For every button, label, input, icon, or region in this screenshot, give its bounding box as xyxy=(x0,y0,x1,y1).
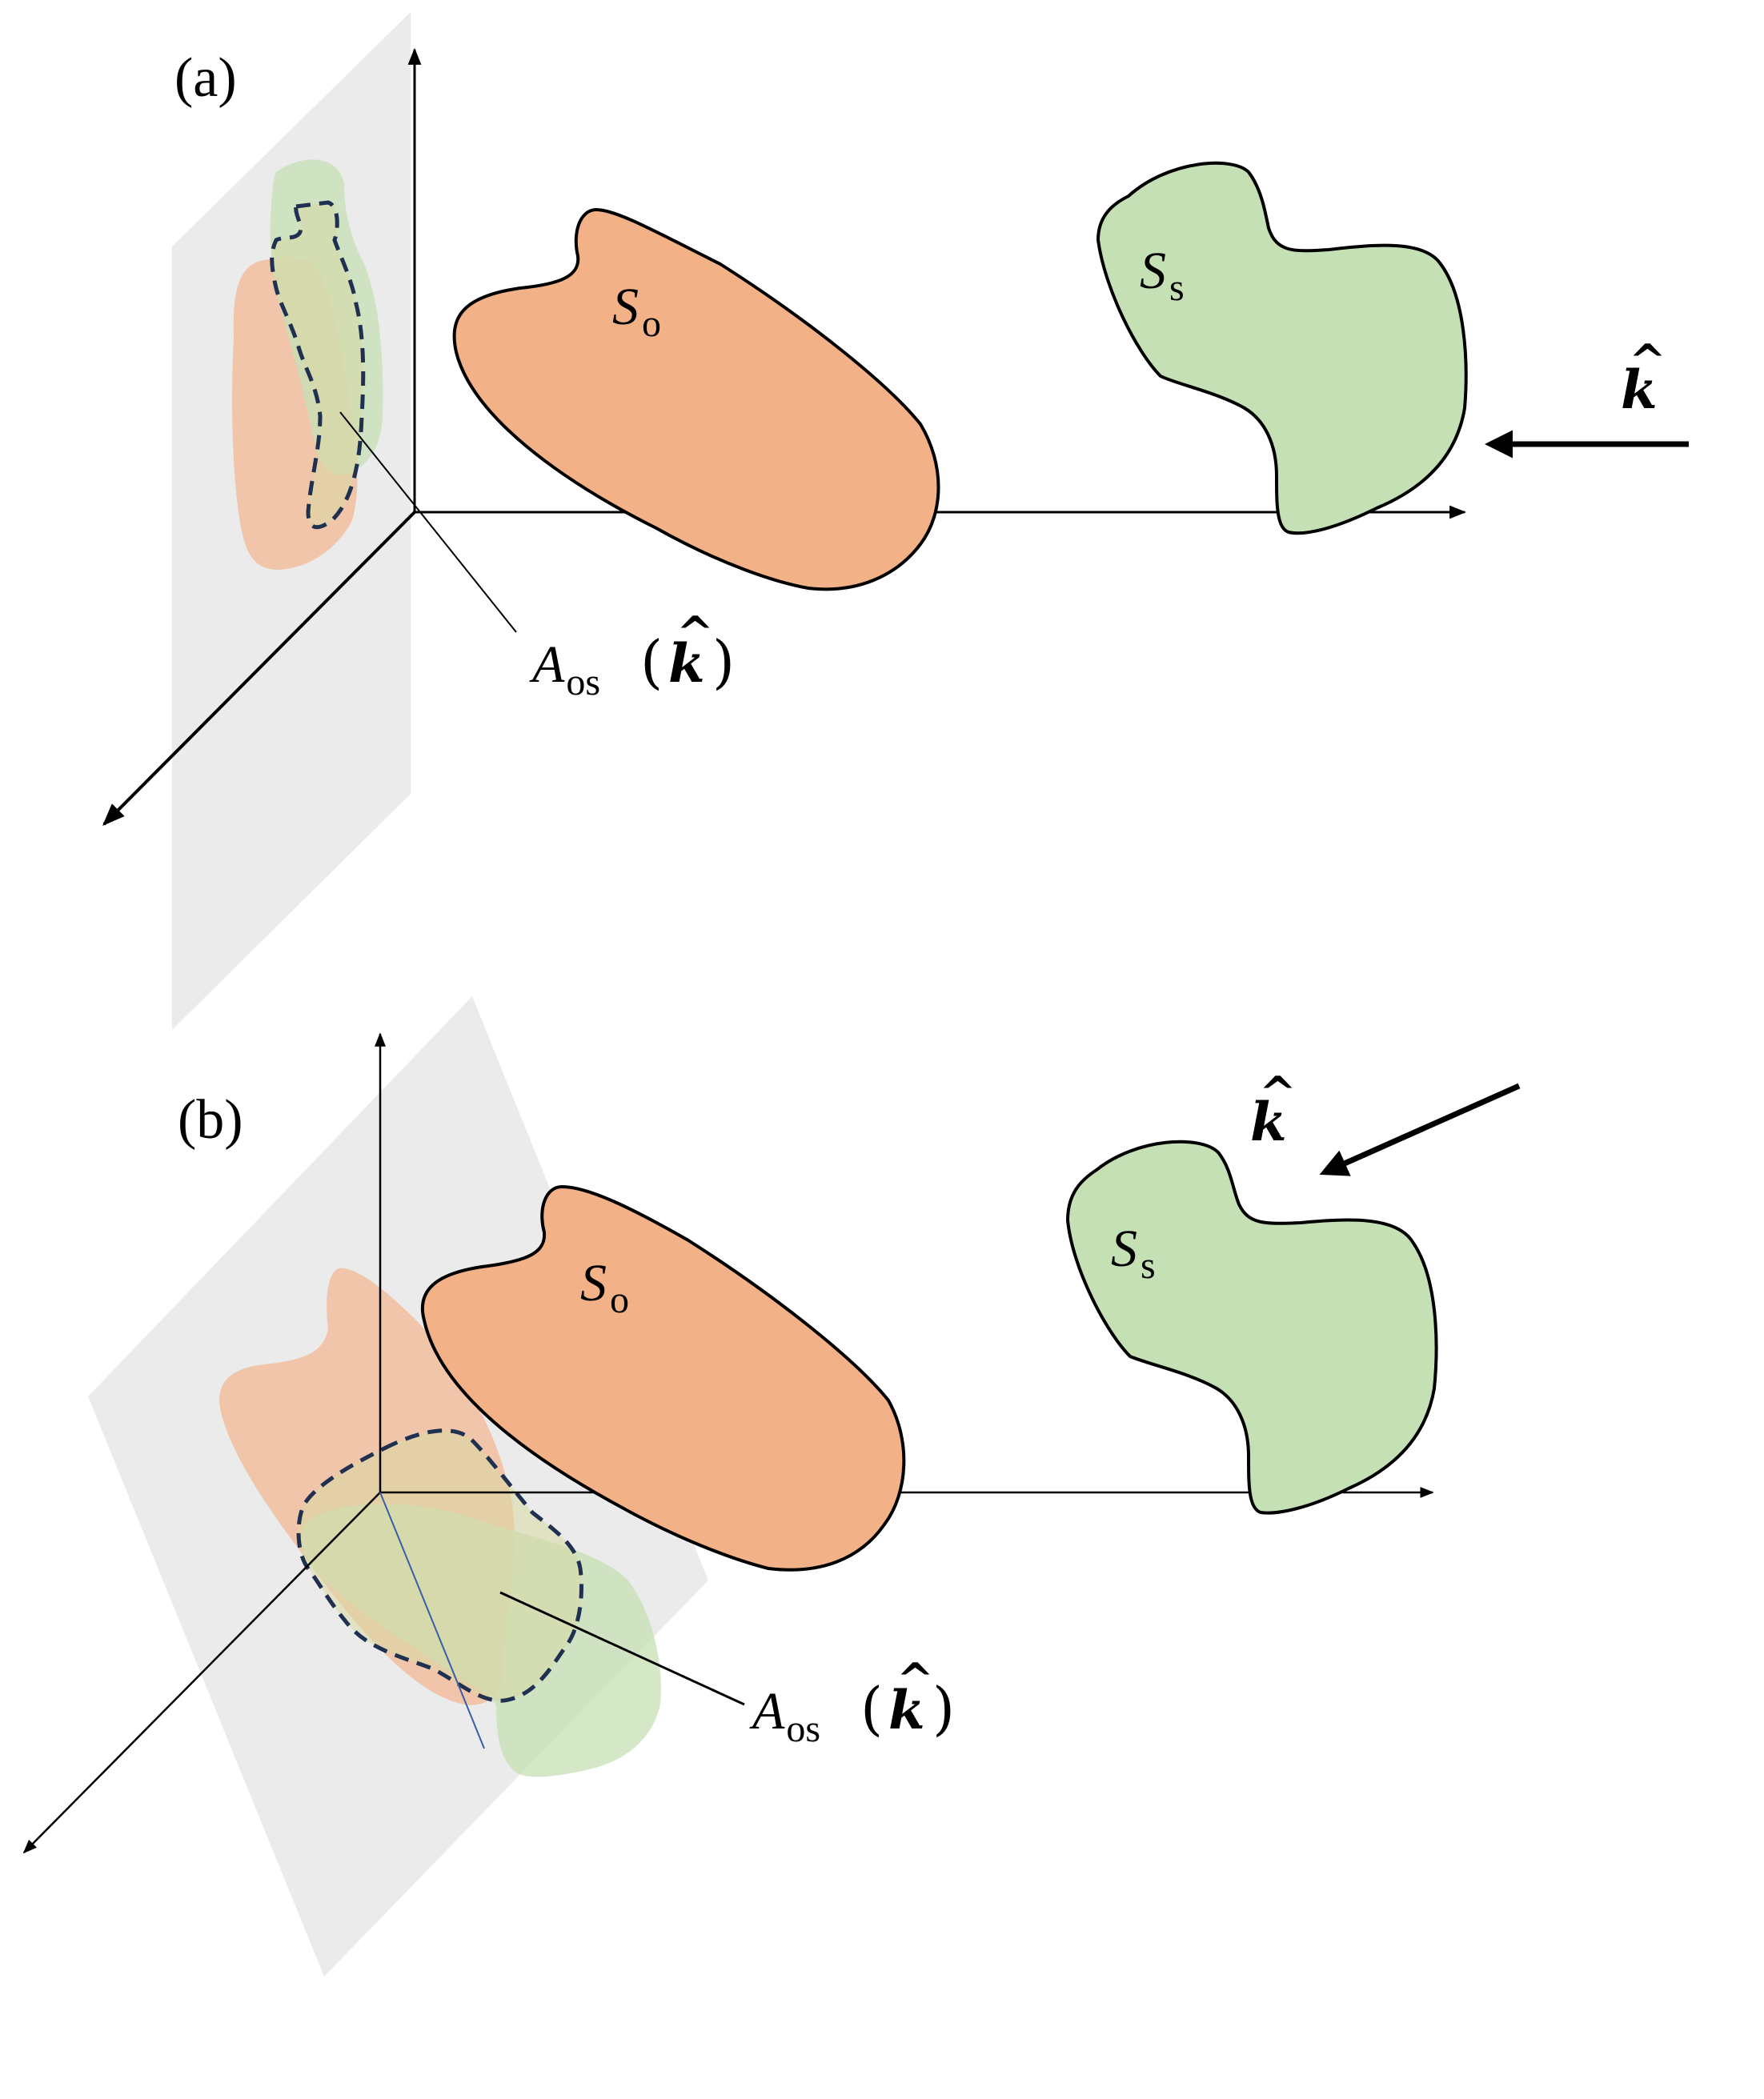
y-axis-a xyxy=(102,511,416,826)
panel-b: (b) So Ss ^ k Aos ( ^ k ) xyxy=(22,996,1521,1977)
overlap-leader-b xyxy=(499,1591,745,1706)
direction-label-b: ^ k xyxy=(1250,1067,1297,1153)
panel-a: (a) So Ss ^ k Aos ( ^ k ) xyxy=(102,12,1689,1030)
object-label-b: So xyxy=(580,1254,629,1321)
svg-text:): ) xyxy=(712,628,735,695)
svg-text:Aos: Aos xyxy=(749,1682,820,1750)
svg-text:Aos: Aos xyxy=(529,635,600,703)
svg-text:k: k xyxy=(1250,1091,1287,1153)
svg-text:^: ^ xyxy=(1259,1067,1297,1120)
svg-text:k: k xyxy=(888,1679,925,1741)
panel-label-b: (b) xyxy=(178,1089,243,1151)
overlap-region-b xyxy=(296,1428,583,1703)
overlap-region-a xyxy=(270,200,366,530)
panel-label-a: (a) xyxy=(174,47,237,109)
object-shape-a xyxy=(452,207,940,591)
object-label-a: So xyxy=(612,278,661,345)
svg-text:^: ^ xyxy=(896,1653,934,1706)
svg-text:k: k xyxy=(668,632,705,695)
plane-normal-b xyxy=(379,1492,485,1749)
source-label-a: Ss xyxy=(1140,242,1185,309)
source-shape-b xyxy=(1065,1140,1438,1515)
overlap-label-b: Aos ( ^ k ) xyxy=(749,1653,955,1750)
overlap-leader-a xyxy=(339,411,517,633)
source-shape-a xyxy=(1096,161,1468,535)
y-axis-b xyxy=(22,1492,381,1854)
svg-text:^: ^ xyxy=(1629,334,1666,387)
svg-text:(: ( xyxy=(860,1675,883,1742)
source-label-b: Ss xyxy=(1111,1220,1156,1287)
svg-text:^: ^ xyxy=(676,607,714,659)
svg-text:k: k xyxy=(1621,359,1658,421)
svg-text:(: ( xyxy=(640,628,663,695)
overlap-label-a: Aos ( ^ k ) xyxy=(529,607,735,703)
direction-label-a: ^ k xyxy=(1621,334,1666,421)
svg-text:): ) xyxy=(932,1675,955,1742)
object-shape-b xyxy=(420,1184,906,1572)
direction-arrow-b xyxy=(1319,1083,1521,1176)
